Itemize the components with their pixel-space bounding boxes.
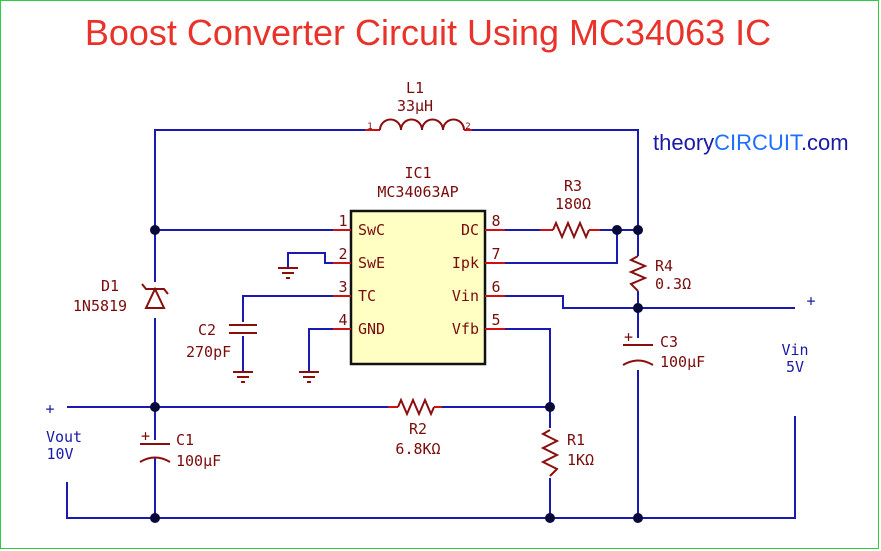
- ic-pin-num-2: 2: [338, 245, 347, 263]
- capacitor-c3: + C3 100μF: [622, 328, 705, 371]
- l1-value: 33μH: [397, 97, 433, 115]
- vout-plus: +: [45, 400, 54, 418]
- ic-pin-num-4: 4: [338, 311, 347, 329]
- wire-vfb: [505, 328, 551, 407]
- junction-dot: [150, 513, 160, 523]
- wire-swe: [287, 252, 333, 268]
- ic-pin-name-ipk: Ipk: [452, 254, 479, 272]
- resistor-r4: R4 0.3Ω: [628, 255, 691, 293]
- c1-ref: C1: [176, 431, 194, 449]
- ic-body: [349, 209, 487, 366]
- wire-tc: [242, 295, 333, 322]
- ic-mc34063: IC1 MC34063AP 1 2 3 4 8 7 6 5 SwC SwE TC…: [333, 164, 505, 366]
- vin-value: 5V: [786, 358, 804, 376]
- junction-dot: [612, 225, 622, 235]
- d1-value: 1N5819: [73, 297, 127, 315]
- l1-pin2: 2: [465, 122, 470, 132]
- ic-part: MC34063AP: [377, 183, 458, 201]
- vin-plus: +: [806, 292, 815, 310]
- c2-ref: C2: [198, 321, 216, 339]
- ic-pin-name-swc: SwC: [358, 221, 385, 239]
- ground-symbols: [233, 267, 319, 383]
- r3-value: 180Ω: [555, 195, 591, 213]
- ic-pin-num-7: 7: [491, 245, 500, 263]
- capacitor-c2: C2 270pF: [186, 321, 257, 361]
- c1-plus: +: [141, 427, 150, 445]
- r1-ref: R1: [567, 431, 585, 449]
- inductor-l1: L1 33μH 1 2: [365, 79, 472, 132]
- junction-dot: [545, 513, 555, 523]
- r4-value: 0.3Ω: [655, 275, 691, 293]
- junctions: [150, 225, 643, 523]
- ic-pin-name-tc: TC: [358, 287, 376, 305]
- wire-ground-rail: [66, 416, 796, 519]
- wire-top-right: [472, 129, 639, 230]
- website-part1: theory: [653, 130, 714, 155]
- ic-pin-num-1: 1: [338, 212, 347, 230]
- vout-label: Vout: [46, 428, 82, 446]
- junction-dot: [633, 225, 643, 235]
- ic-pin-name-dc: DC: [461, 221, 479, 239]
- c3-value: 100μF: [660, 353, 705, 371]
- diagram-title: Boost Converter Circuit Using MC34063 IC: [85, 12, 771, 53]
- wire-ipk: [505, 230, 618, 264]
- wire-vin: [505, 295, 795, 309]
- c3-ref: C3: [660, 333, 678, 351]
- d1-ref: D1: [101, 277, 119, 295]
- wire-gnd: [308, 328, 333, 372]
- ic-pin-num-3: 3: [338, 278, 347, 296]
- ic-pin-num-5: 5: [491, 311, 500, 329]
- junction-dot: [150, 225, 160, 235]
- l1-pin1: 1: [367, 122, 372, 132]
- junction-dot: [545, 402, 555, 412]
- ic-pin-name-gnd: GND: [358, 320, 385, 338]
- ic-pin-name-vfb: Vfb: [452, 320, 479, 338]
- c1-value: 100μF: [176, 452, 221, 470]
- ic-pin-name-vin: Vin: [452, 287, 479, 305]
- website-part2: CIRCUIT: [714, 130, 803, 155]
- junction-dot: [150, 402, 160, 412]
- vin-label: Vin: [781, 341, 808, 359]
- vout-value: 10V: [46, 445, 73, 463]
- r1-value: 1KΩ: [567, 451, 594, 469]
- resistor-r1: R1 1KΩ: [540, 429, 594, 477]
- resistor-r3: R3 180Ω: [540, 177, 600, 240]
- ic-pin-num-6: 6: [491, 278, 500, 296]
- ic-pin-name-swe: SwE: [358, 254, 385, 272]
- resistor-r2: R2 6.8KΩ: [388, 397, 442, 458]
- r2-value: 6.8KΩ: [395, 440, 440, 458]
- website-part3: .com: [801, 130, 849, 155]
- c2-value: 270pF: [186, 343, 231, 361]
- junction-dot: [633, 303, 643, 313]
- r3-ref: R3: [564, 177, 582, 195]
- terminal-vin: + Vin 5V: [781, 292, 815, 376]
- terminal-vout: + Vout 10V: [45, 400, 82, 463]
- ground-icon: [299, 371, 319, 383]
- junction-dot: [633, 513, 643, 523]
- diode-d1: D1 1N5819: [73, 277, 169, 315]
- l1-ref: L1: [406, 79, 424, 97]
- capacitor-c1: + C1 100μF: [139, 427, 221, 470]
- r2-ref: R2: [409, 420, 427, 438]
- website-label: theoryCIRCUIT.com: [653, 130, 849, 155]
- ic-ref: IC1: [404, 164, 431, 182]
- r4-ref: R4: [655, 257, 673, 275]
- ground-icon: [278, 267, 298, 279]
- ic-pin-num-8: 8: [491, 212, 500, 230]
- ground-icon: [233, 371, 253, 383]
- wire-top-left: [154, 129, 365, 230]
- c3-plus: +: [624, 328, 633, 346]
